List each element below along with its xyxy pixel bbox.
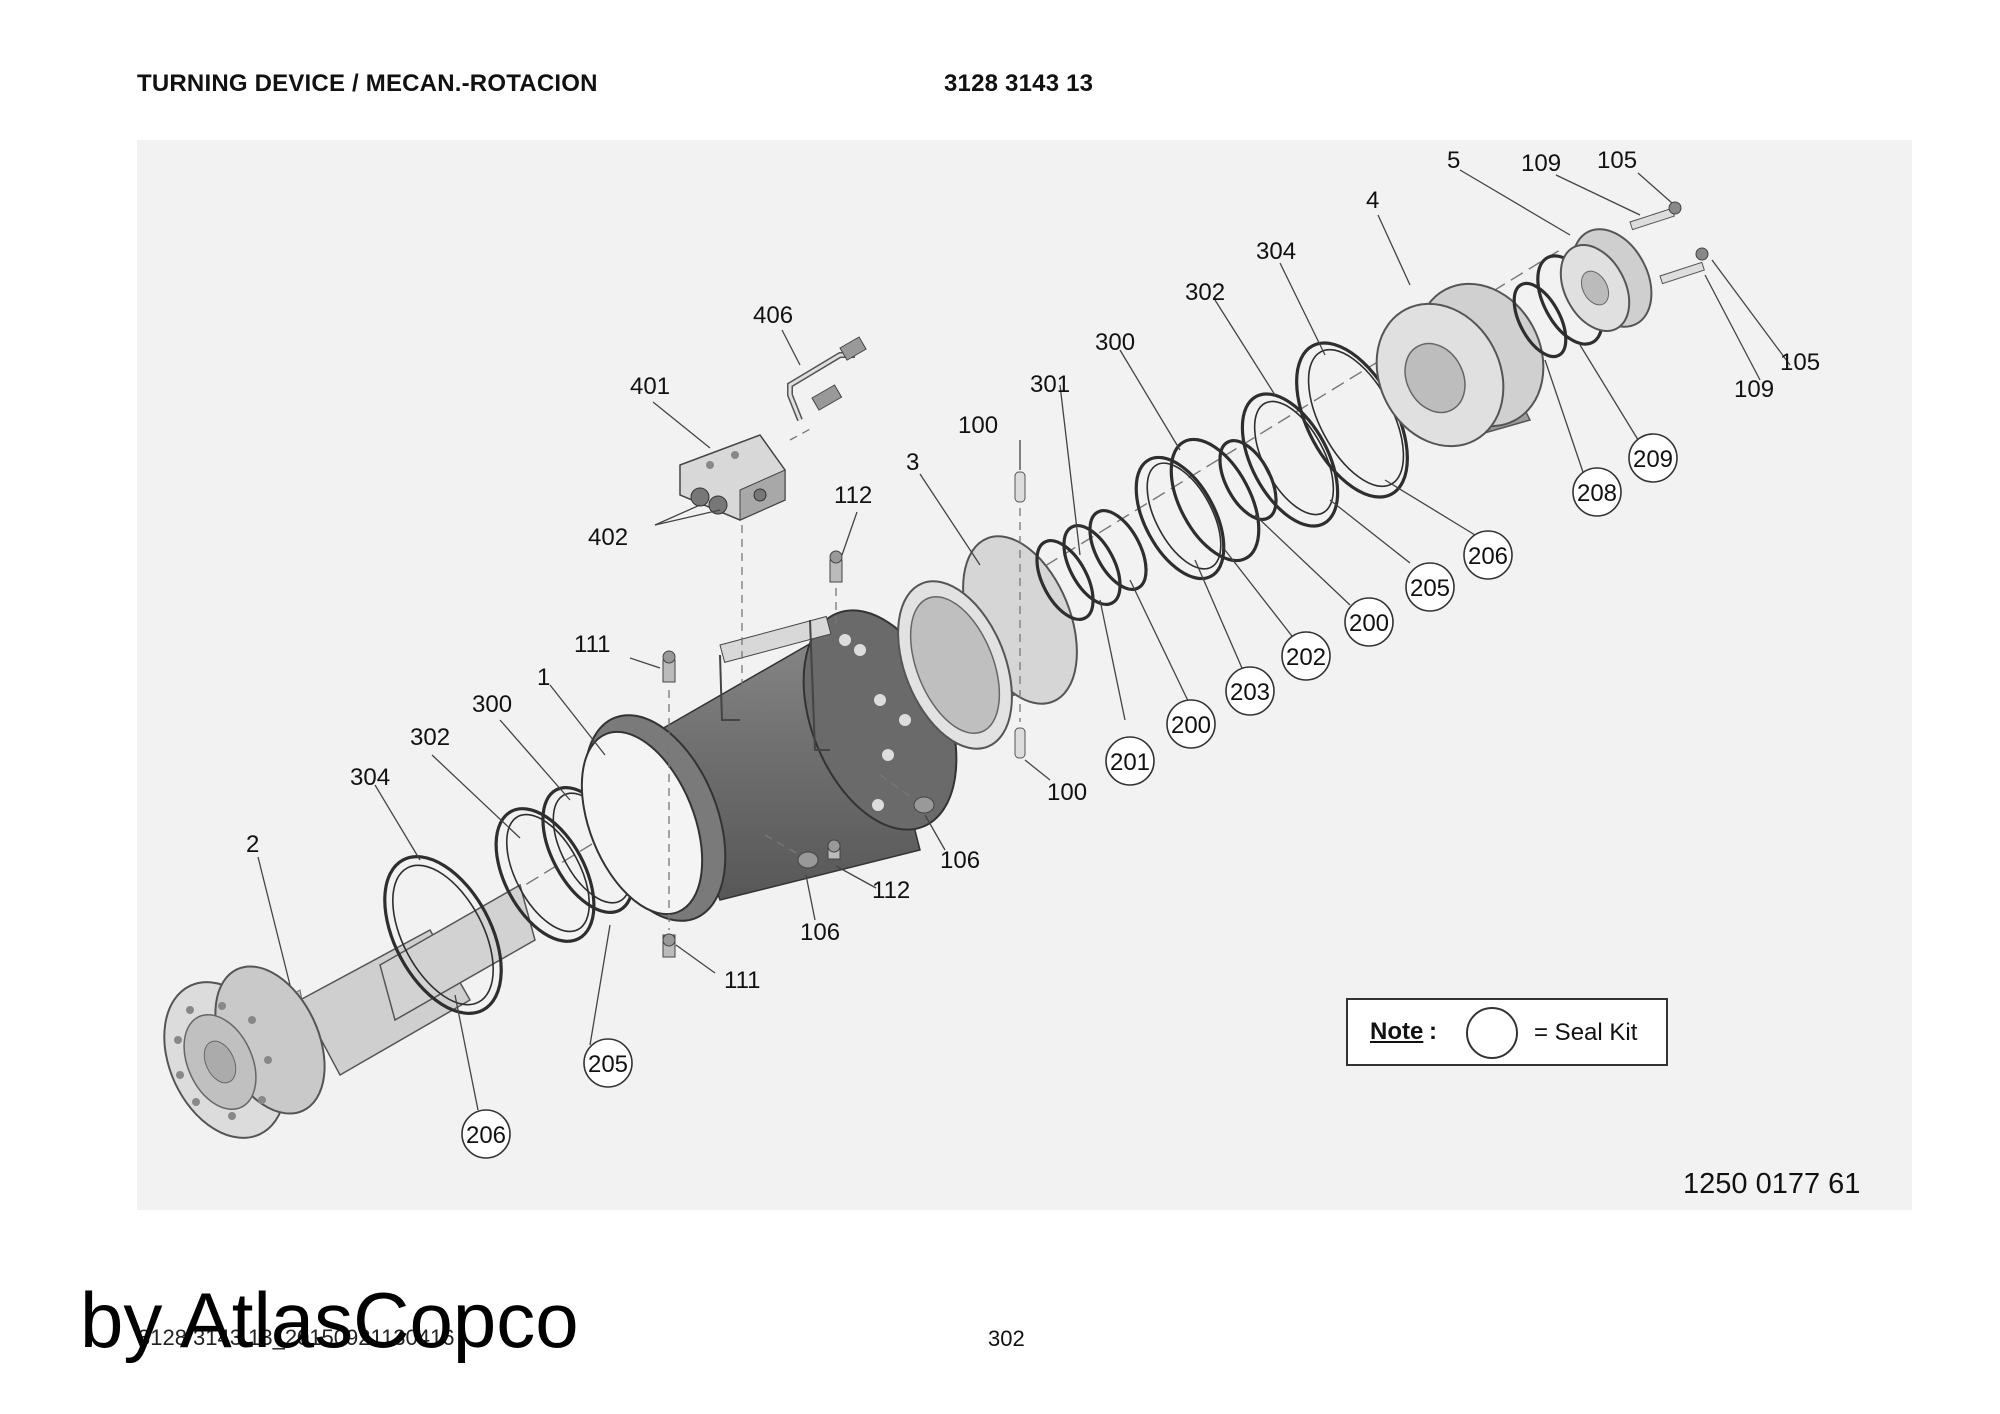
callout-300-left: 300 bbox=[472, 691, 512, 718]
callout-111-top: 111 bbox=[574, 631, 610, 658]
svg-text:200: 200 bbox=[1171, 712, 1211, 739]
svg-text:205: 205 bbox=[588, 1051, 628, 1078]
page-title: TURNING DEVICE / MECAN.-ROTACION bbox=[137, 70, 598, 97]
ring-203 bbox=[1169, 437, 1261, 563]
part-hose bbox=[787, 336, 867, 422]
seal-callout-205-left: 205 bbox=[583, 1038, 633, 1088]
callout-304-left: 304 bbox=[350, 764, 390, 791]
ring-301 bbox=[1088, 509, 1148, 591]
plug-106-left bbox=[797, 851, 819, 869]
bolt-109-top bbox=[1629, 201, 1682, 231]
callout-2: 2 bbox=[246, 831, 259, 858]
part-sleeve bbox=[897, 535, 1078, 750]
svg-text:202: 202 bbox=[1286, 644, 1326, 671]
page-number: 302 bbox=[988, 1326, 1025, 1351]
plug-106-dash-right bbox=[879, 774, 916, 801]
callout-100-bottom: 100 bbox=[1047, 779, 1087, 806]
callout-304-right: 304 bbox=[1256, 238, 1296, 265]
note-text: = Seal Kit bbox=[1534, 1019, 1638, 1046]
callout-106-right: 106 bbox=[940, 847, 980, 874]
nipple-112-bottom bbox=[827, 839, 841, 860]
seal-callout-200-a: 200 bbox=[1166, 699, 1216, 749]
callout-100-top: 100 bbox=[958, 412, 998, 439]
part-housing bbox=[580, 609, 958, 922]
ring-302-right bbox=[1240, 392, 1340, 528]
svg-text:205: 205 bbox=[1410, 575, 1450, 602]
callout-1: 1 bbox=[537, 664, 550, 691]
callout-301: 301 bbox=[1030, 371, 1070, 398]
ring-208 bbox=[1512, 281, 1568, 359]
seal-kit-legend: Note : = Seal Kit bbox=[1346, 998, 1668, 1066]
ring-200-a bbox=[1062, 524, 1122, 606]
part-piston bbox=[1559, 228, 1653, 332]
callout-112-bottom: 112 bbox=[872, 877, 910, 904]
plug-106-right bbox=[913, 796, 935, 814]
bolt-109-bottom bbox=[1659, 247, 1709, 285]
seal-callout-206-left: 206 bbox=[461, 1109, 511, 1159]
seal-callout-200-b: 200 bbox=[1344, 597, 1394, 647]
nipple-111-top bbox=[662, 650, 676, 683]
plug-106-dash-left bbox=[764, 834, 801, 856]
part-end-cap bbox=[1375, 282, 1545, 448]
part-valve-block bbox=[679, 434, 786, 521]
svg-text:208: 208 bbox=[1577, 480, 1617, 507]
callout-302-left: 302 bbox=[410, 724, 450, 751]
callout-112-top: 112 bbox=[834, 482, 872, 509]
nipple-111-bottom bbox=[662, 933, 676, 958]
callout-302-right: 302 bbox=[1185, 279, 1225, 306]
svg-text:206: 206 bbox=[466, 1122, 506, 1149]
note-label: Note bbox=[1370, 1018, 1424, 1045]
ring-302-left bbox=[494, 807, 596, 943]
ring-300-right-inner bbox=[1146, 462, 1222, 570]
seal-callout-201: 201 bbox=[1105, 736, 1155, 786]
ring-202 bbox=[1218, 439, 1278, 521]
seal-kit-circle-icon bbox=[1466, 1007, 1518, 1059]
svg-text:206: 206 bbox=[1468, 543, 1508, 570]
pin-100-top bbox=[1014, 471, 1026, 503]
svg-text:203: 203 bbox=[1230, 679, 1270, 706]
ring-304-left bbox=[383, 855, 503, 1015]
seal-callout-206-right: 206 bbox=[1463, 530, 1513, 580]
seal-callout-208: 208 bbox=[1572, 467, 1622, 517]
footer-file-name: 3128 3143 13_20150921130416 bbox=[138, 1325, 455, 1350]
callout-106-left: 106 bbox=[800, 919, 840, 946]
nipple-112-top bbox=[829, 550, 843, 583]
hose-dash bbox=[789, 427, 813, 441]
ring-201 bbox=[1035, 539, 1095, 621]
seal-callout-205-right: 205 bbox=[1405, 562, 1455, 612]
callout-109-top: 109 bbox=[1521, 150, 1561, 177]
ring-302-left-inner bbox=[505, 813, 591, 933]
part-number: 3128 3143 13 bbox=[944, 70, 1094, 97]
seal-callout-202: 202 bbox=[1281, 631, 1331, 681]
note-colon: : bbox=[1429, 1018, 1437, 1045]
ring-302-right-inner bbox=[1253, 400, 1335, 516]
drawing-number: 1250 0177 61 bbox=[1683, 1168, 1861, 1200]
callout-5: 5 bbox=[1447, 147, 1460, 174]
leader-lines bbox=[257, 169, 1791, 1111]
callout-3: 3 bbox=[906, 449, 919, 476]
callout-300-right: 300 bbox=[1095, 329, 1135, 356]
pin-100-bottom bbox=[1014, 727, 1026, 759]
callout-105-top: 105 bbox=[1597, 147, 1637, 174]
callout-406: 406 bbox=[753, 302, 793, 329]
svg-text:201: 201 bbox=[1110, 749, 1150, 776]
callout-109-right: 109 bbox=[1734, 376, 1774, 403]
callout-105-right: 105 bbox=[1780, 349, 1820, 376]
callout-4: 4 bbox=[1366, 187, 1379, 214]
callout-401: 401 bbox=[630, 373, 670, 400]
svg-text:200: 200 bbox=[1349, 610, 1389, 637]
callout-111-bottom: 111 bbox=[724, 967, 760, 994]
watermark: by AtlasCopco bbox=[80, 1276, 579, 1364]
callout-402: 402 bbox=[588, 524, 628, 551]
seal-callout-209: 209 bbox=[1628, 433, 1678, 483]
svg-text:209: 209 bbox=[1633, 446, 1673, 473]
seal-callout-203: 203 bbox=[1225, 666, 1275, 716]
ring-304-left-inner bbox=[391, 864, 495, 1006]
ring-300-right bbox=[1134, 455, 1226, 581]
